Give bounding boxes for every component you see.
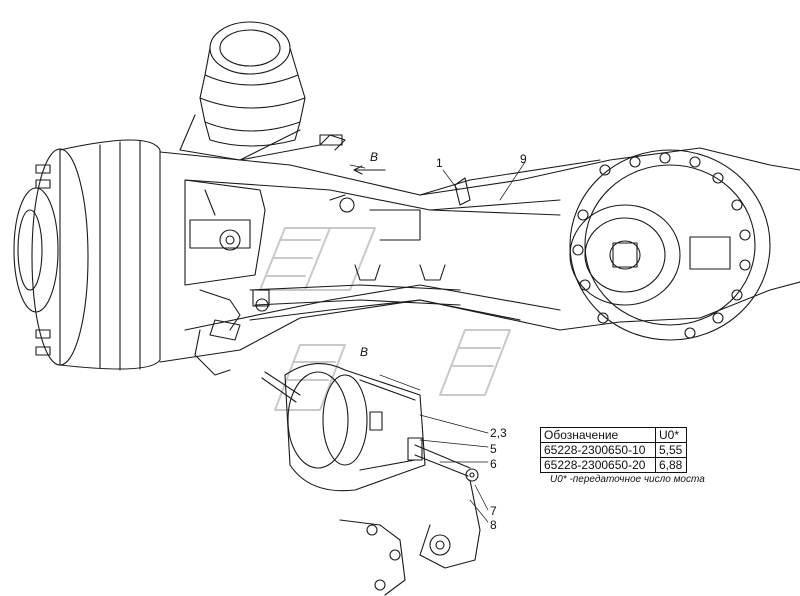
callout-2-3: 2,3 xyxy=(490,426,507,440)
table-row: 65228-2300650-10 5,55 xyxy=(540,442,687,458)
knuckle-yoke xyxy=(184,179,355,331)
callout-1: 1 xyxy=(436,156,443,170)
view-b-arrow xyxy=(353,165,386,175)
ratio-table: Обозначение U0* 65228-2300650-10 5,55 65… xyxy=(540,427,687,473)
view-b-label-top: B xyxy=(370,150,379,164)
view-b-label-mid: B xyxy=(360,345,369,359)
differential-bolts xyxy=(572,152,751,339)
table-header-cell: Обозначение xyxy=(540,427,656,443)
callout-7: 7 xyxy=(490,504,497,518)
ratio-note: U0* -передаточное число моста xyxy=(550,474,705,485)
axle-housing xyxy=(159,147,800,363)
push-rod xyxy=(407,437,479,482)
slack-adjuster xyxy=(339,479,481,596)
table-cell: 65228-2300650-20 xyxy=(540,457,656,473)
callout-6: 6 xyxy=(490,457,497,471)
table-header-row: Обозначение U0* xyxy=(540,427,687,443)
table-row: 65228-2300650-20 6,88 xyxy=(540,457,687,473)
wheel-stud-bottom xyxy=(35,329,51,356)
callout-8: 8 xyxy=(490,518,497,532)
table-cell: 5,55 xyxy=(655,442,687,458)
table-cell: 6,88 xyxy=(655,457,687,473)
callout-9: 9 xyxy=(520,152,527,166)
brake-drum xyxy=(13,139,161,371)
brake-chamber xyxy=(261,363,426,492)
air-spring-bellows xyxy=(179,21,306,161)
wheel-stud-top xyxy=(35,164,51,189)
watermark-logo xyxy=(259,227,511,411)
table-header-cell: U0* xyxy=(655,427,687,443)
callout-5: 5 xyxy=(490,442,497,456)
lower-arm xyxy=(194,264,461,376)
leveling-rod xyxy=(239,134,346,161)
differential-housing xyxy=(569,149,771,341)
table-cell: 65228-2300650-10 xyxy=(540,442,656,458)
sensor-bracket xyxy=(369,177,561,241)
leader-lines xyxy=(349,161,526,523)
